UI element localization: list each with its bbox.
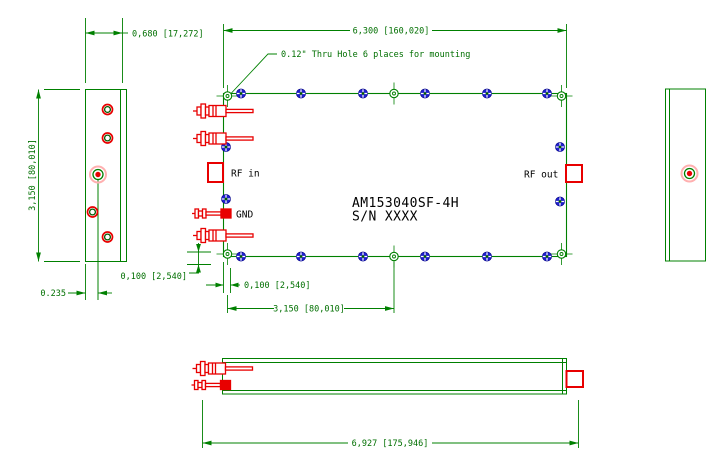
- screw-icon: [419, 251, 431, 262]
- screw-icon: [235, 88, 247, 99]
- sma-connector-icon: [192, 130, 254, 147]
- main-view-outline: [222, 92, 568, 258]
- callout-mounting-holes-label: 0.12" Thru Hole 6 places for mounting: [281, 50, 470, 60]
- dim-flange-offset: 0.235: [40, 264, 112, 300]
- mounting-hole-icon: [215, 242, 240, 266]
- mounting-hole-icon: [549, 84, 574, 108]
- left-side-view: [85, 89, 127, 300]
- rf-out-label: RF out: [524, 170, 558, 181]
- sma-connector-icon: [192, 103, 254, 119]
- dim-overall-length-label: 6,927 [175,946]: [352, 439, 429, 449]
- rf-in-connector: [207, 162, 224, 183]
- coax-connector-face-icon: [680, 164, 699, 183]
- gnd-pin-icon: [191, 208, 232, 219]
- screw-icon: [235, 251, 247, 262]
- dim-hole-inset-horizontal-label: 0,100 [2,540]: [244, 281, 311, 291]
- screw-icon: [481, 88, 493, 99]
- side-hole-icon: [101, 231, 114, 243]
- dim-body-height-label: 3,150 [80,010]: [28, 139, 38, 211]
- dim-hole-span-label: 3,150 [80,010]: [273, 305, 345, 315]
- dim-hole-inset-vertical: 0,100 [2,540]: [120, 243, 211, 282]
- screw-icon: [419, 88, 431, 99]
- screw-icon: [295, 251, 307, 262]
- screw-icon: [357, 88, 369, 99]
- dim-body-height: 3,150 [80,010]: [28, 89, 80, 262]
- mounting-hole-icon: [215, 84, 240, 108]
- dim-overall-length: 6,927 [175,946]: [202, 400, 579, 449]
- dim-side-width: 0,680 [17,272]: [85, 18, 204, 83]
- sma-connector-icon: [191, 360, 254, 377]
- gnd-label: GND: [236, 210, 253, 221]
- callout-mounting-holes: 0.12" Thru Hole 6 places for mounting: [230, 50, 470, 94]
- bottom-view-outline: [222, 358, 567, 395]
- screw-icon: [295, 88, 307, 99]
- coax-connector-face-icon: [89, 165, 107, 184]
- part-number: AM153040SF-4H: [352, 196, 459, 211]
- dim-flange-offset-label: 0.235: [40, 289, 66, 299]
- dim-side-width-label: 0,680 [17,272]: [132, 30, 204, 40]
- dim-hole-inset-horizontal: 0,100 [2,540]: [206, 262, 311, 293]
- side-hole-icon: [101, 103, 114, 116]
- screw-icon: [541, 88, 553, 99]
- sma-connector-icon: [192, 227, 254, 244]
- screw-icon: [554, 196, 566, 207]
- dim-body-length: 6,300 [160,020]: [223, 24, 567, 88]
- rf-out-connector-front: [565, 370, 584, 388]
- gnd-pin-icon: [190, 379, 232, 391]
- rf-out-connector: [565, 164, 583, 183]
- screw-icon: [357, 251, 369, 262]
- serial-number: S/N XXXX: [352, 210, 418, 225]
- screw-icon: [554, 141, 566, 153]
- mounting-hole-icon: [549, 242, 574, 266]
- side-hole-icon: [86, 206, 99, 218]
- screw-icon: [220, 193, 232, 205]
- side-hole-icon: [101, 132, 114, 144]
- mounting-hole-icon: [382, 81, 406, 106]
- screw-icon: [481, 251, 493, 262]
- dim-hole-inset-vertical-label: 0,100 [2,540]: [120, 272, 187, 282]
- screw-icon: [541, 251, 553, 262]
- dim-hole-span: 3,150 [80,010]: [227, 262, 395, 315]
- right-side-view: [665, 88, 706, 262]
- dim-body-length-label: 6,300 [160,020]: [353, 27, 430, 37]
- rf-in-label: RF in: [231, 169, 260, 180]
